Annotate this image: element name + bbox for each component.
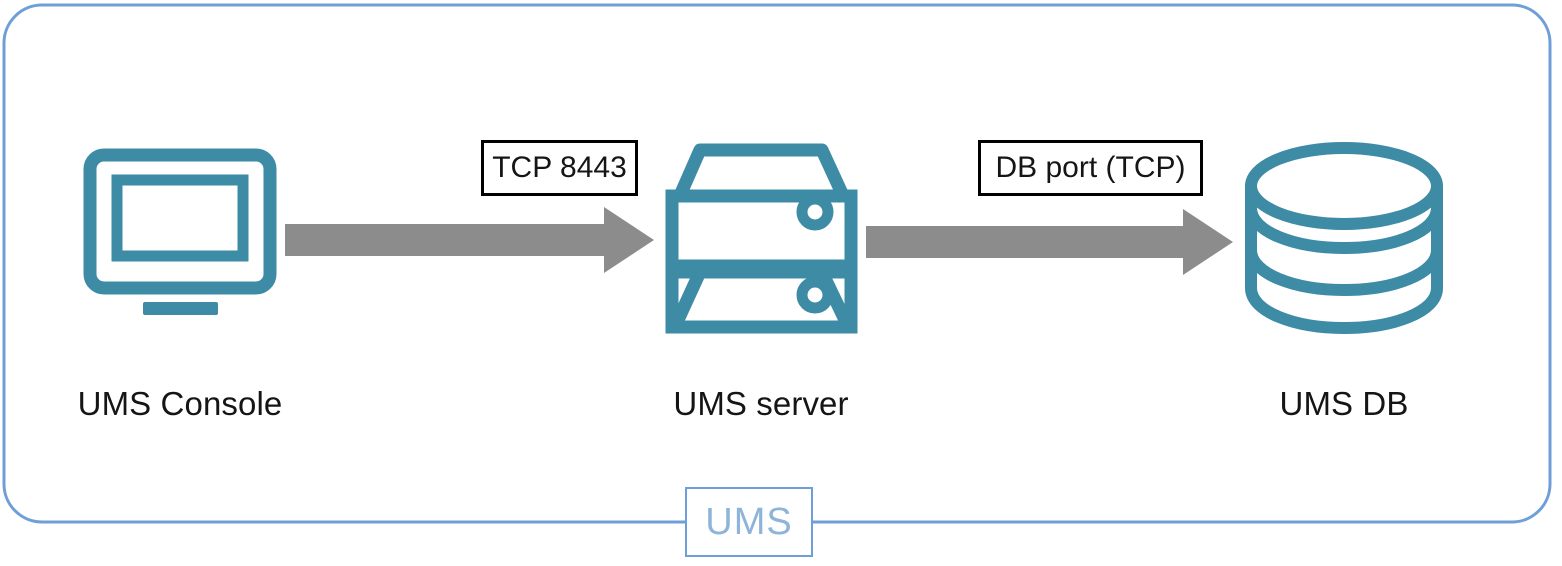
port-label-server-to-db: DB port (TCP): [978, 140, 1203, 196]
server-indicator-upper: [796, 193, 834, 231]
node-label-ums-db: UMS DB: [1279, 385, 1409, 422]
server-body-lower: [665, 265, 858, 334]
ums-zone-badge: UMS: [685, 487, 813, 557]
node-label-ums-console: UMS Console: [77, 385, 283, 422]
monitor-screen: [111, 174, 249, 262]
node-label-ums-server: UMS server: [673, 385, 849, 422]
port-label-console-to-server: TCP 8443: [481, 140, 638, 196]
monitor-icon: [83, 148, 277, 315]
database-divider-1: [1245, 207, 1443, 255]
database-divider-2: [1245, 249, 1443, 297]
monitor-bezel: [83, 148, 277, 295]
arrow-console-to-server: [285, 207, 654, 273]
arrow-server-to-db: [866, 209, 1233, 275]
database-cylinder-icon: [1245, 142, 1443, 335]
arrow-shape: [866, 209, 1233, 275]
server-top-bevel-upper: [672, 143, 851, 203]
database-top-ellipse: [1245, 142, 1443, 230]
monitor-stand: [143, 302, 218, 315]
database-body: [1245, 186, 1443, 335]
server-indicator-lower: [796, 276, 834, 314]
server-stack-icon: [665, 143, 858, 334]
arrow-shape: [285, 207, 654, 273]
